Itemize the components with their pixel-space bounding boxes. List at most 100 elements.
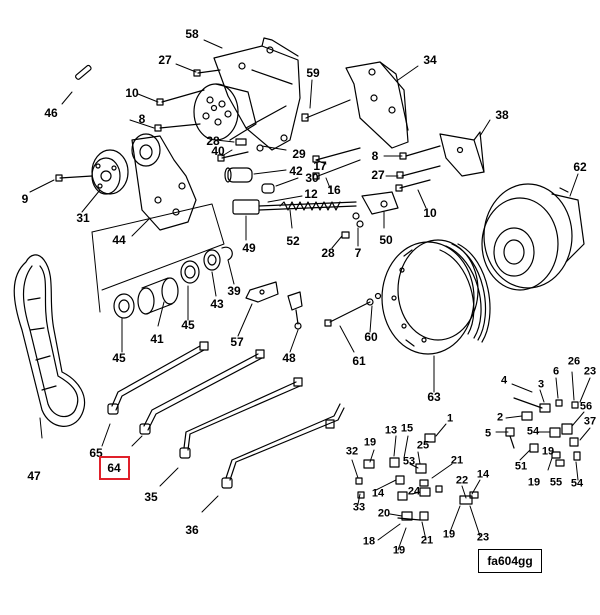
callout-55: 55 bbox=[549, 476, 563, 489]
small-fasteners-top bbox=[217, 138, 264, 162]
callout-28b: 28 bbox=[321, 246, 335, 260]
callout-27b: 27 bbox=[371, 168, 385, 182]
callout-32: 32 bbox=[345, 445, 359, 458]
callout-8b: 8 bbox=[371, 149, 379, 163]
callout-58: 58 bbox=[185, 27, 199, 41]
hose-assemblies bbox=[107, 341, 345, 489]
callout-22: 22 bbox=[455, 474, 469, 487]
highlighted-callout-box bbox=[99, 456, 130, 480]
callout-26: 26 bbox=[567, 355, 581, 368]
bolts-right-group bbox=[312, 145, 441, 192]
part-57-bracket bbox=[245, 281, 303, 330]
callout-23b: 23 bbox=[476, 531, 490, 544]
callout-30: 30 bbox=[305, 171, 319, 185]
callout-4: 4 bbox=[500, 374, 508, 387]
callout-45b: 45 bbox=[112, 351, 126, 365]
callout-13: 13 bbox=[384, 424, 398, 437]
part-46-pin bbox=[75, 64, 92, 80]
callout-16: 16 bbox=[327, 183, 341, 197]
callout-15: 15 bbox=[400, 422, 414, 435]
assembly-outline bbox=[91, 203, 225, 313]
callout-5: 5 bbox=[484, 427, 492, 440]
callout-27: 27 bbox=[158, 53, 172, 67]
callout-64[interactable]: 64 bbox=[107, 461, 121, 475]
callout-37: 37 bbox=[583, 415, 597, 428]
callout-47: 47 bbox=[27, 469, 41, 483]
part-8-bolt bbox=[154, 123, 201, 132]
callout-57: 57 bbox=[230, 335, 244, 349]
callout-1: 1 bbox=[446, 412, 454, 425]
callout-19a: 19 bbox=[363, 436, 377, 449]
callout-33: 33 bbox=[352, 501, 366, 514]
callout-40: 40 bbox=[211, 144, 225, 158]
callout-46: 46 bbox=[44, 106, 58, 120]
callout-21a: 21 bbox=[450, 454, 464, 467]
part-63-crankshaft-pulley bbox=[381, 239, 491, 355]
callout-39: 39 bbox=[227, 284, 241, 298]
callout-3: 3 bbox=[537, 378, 545, 391]
callout-43: 43 bbox=[210, 297, 224, 311]
callout-6: 6 bbox=[552, 365, 560, 378]
figure-id-label: fa604gg bbox=[478, 549, 542, 573]
callout-49: 49 bbox=[242, 241, 256, 255]
part-58-mounting-bracket bbox=[193, 37, 301, 151]
part-34-bracket bbox=[345, 61, 409, 149]
callout-8: 8 bbox=[138, 112, 146, 126]
callout-60: 60 bbox=[364, 330, 378, 344]
callout-56: 56 bbox=[579, 400, 593, 413]
callout-2: 2 bbox=[496, 411, 504, 424]
callout-53: 53 bbox=[402, 455, 416, 468]
part-62-idler-pulley bbox=[481, 183, 585, 291]
part-59-bolt bbox=[301, 99, 351, 122]
callout-61: 61 bbox=[352, 354, 366, 368]
part-52-adjusting-rod bbox=[232, 191, 399, 220]
part-9-bolt bbox=[55, 174, 93, 182]
callout-36: 36 bbox=[185, 523, 199, 537]
pump-housing bbox=[193, 83, 257, 141]
callout-59: 59 bbox=[306, 66, 320, 80]
callout-10: 10 bbox=[125, 86, 139, 100]
callout-34: 34 bbox=[423, 53, 437, 67]
callout-12: 12 bbox=[304, 187, 318, 201]
callout-63: 63 bbox=[427, 390, 441, 404]
callout-41: 41 bbox=[150, 332, 164, 346]
callout-38: 38 bbox=[495, 108, 509, 122]
part-61-bolt bbox=[324, 292, 382, 327]
callout-48: 48 bbox=[282, 351, 296, 365]
callout-7: 7 bbox=[354, 246, 362, 260]
callout-52: 52 bbox=[286, 234, 300, 248]
callout-62: 62 bbox=[573, 160, 587, 174]
small-fasteners-mid bbox=[341, 220, 364, 239]
callout-17: 17 bbox=[313, 159, 327, 173]
callout-18: 18 bbox=[362, 535, 376, 548]
callout-14b: 14 bbox=[476, 468, 490, 481]
callout-23: 23 bbox=[583, 365, 597, 378]
callout-19d: 19 bbox=[442, 528, 456, 541]
callout-29: 29 bbox=[292, 147, 306, 161]
callout-54: 54 bbox=[526, 425, 540, 438]
callout-44: 44 bbox=[112, 233, 126, 247]
callout-19e: 19 bbox=[527, 476, 541, 489]
part-47-drive-belt bbox=[13, 254, 86, 427]
part-31-pulley bbox=[91, 149, 129, 195]
callout-24: 24 bbox=[407, 485, 421, 498]
callout-54b: 54 bbox=[570, 477, 584, 490]
callout-50: 50 bbox=[379, 233, 393, 247]
leader-lines bbox=[29, 39, 591, 551]
callout-31: 31 bbox=[76, 211, 90, 225]
fittings-cluster-left bbox=[355, 433, 479, 521]
callout-19b: 19 bbox=[541, 445, 555, 458]
callout-28: 28 bbox=[206, 134, 220, 148]
callout-51: 51 bbox=[514, 460, 528, 473]
callout-21b: 21 bbox=[420, 534, 434, 547]
callout-25: 25 bbox=[416, 439, 430, 452]
callout-42: 42 bbox=[289, 164, 303, 178]
part-42-sleeve bbox=[224, 167, 275, 194]
callout-20: 20 bbox=[377, 507, 391, 520]
callout-35: 35 bbox=[144, 490, 158, 504]
callout-14a: 14 bbox=[371, 487, 385, 500]
callout-9: 9 bbox=[21, 192, 29, 206]
callout-45a: 45 bbox=[181, 318, 195, 332]
